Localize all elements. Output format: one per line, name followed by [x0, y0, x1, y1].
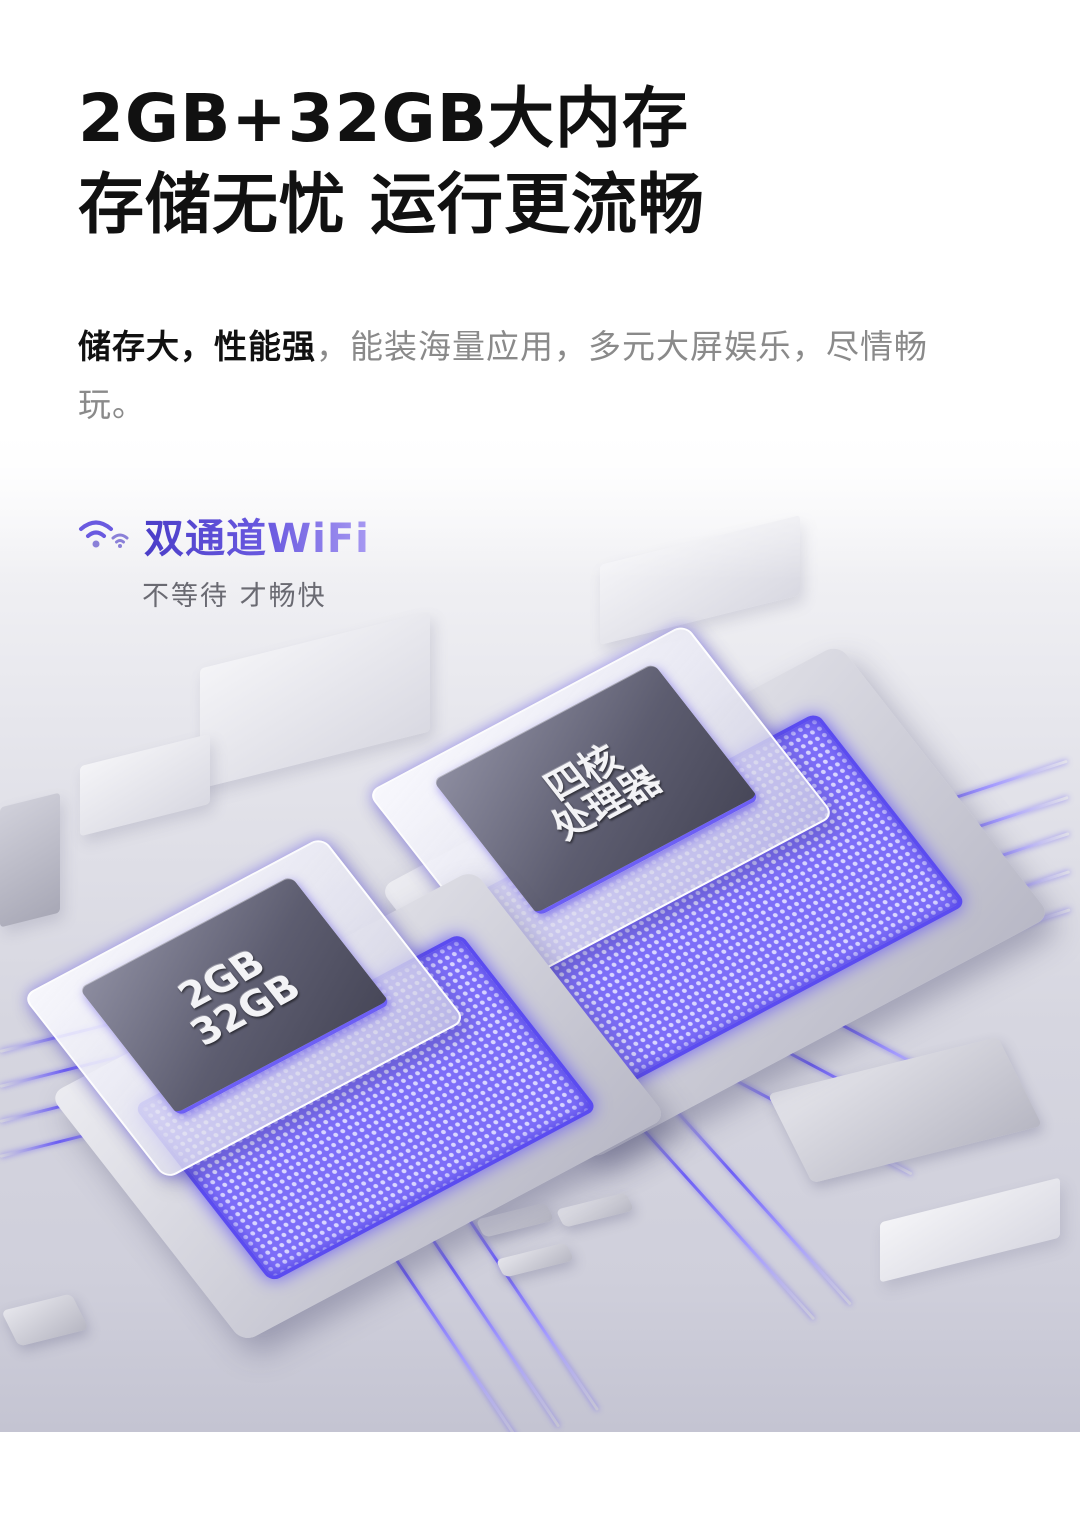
headline-line-2: 存储无忧 运行更流畅	[78, 166, 705, 243]
small-component	[1, 1293, 89, 1347]
headline-line-1: 2GB+32GB大内存	[78, 80, 690, 157]
decor-block	[0, 792, 60, 928]
wifi-feature-subtitle: 不等待 才畅快	[142, 581, 327, 612]
decor-block	[880, 1177, 1060, 1283]
decor-block	[80, 733, 210, 837]
wifi-feature-title: 双通道WiFi	[144, 506, 370, 564]
wifi-icon	[78, 516, 130, 554]
small-component	[495, 1242, 575, 1278]
feature-description: 储存大，性能强，能装海量应用，多元大屏娱乐，尽情畅玩。	[78, 318, 978, 434]
description-emphasis: 储存大，性能强	[78, 327, 316, 366]
description-body: ，能装海量应用，多元大屏娱乐，尽情畅玩。	[78, 327, 928, 424]
page-title: 2GB+32GB大内存 存储无忧 运行更流畅	[78, 76, 705, 248]
chip-illustration: 四核 处理器 2GB 32GB	[0, 420, 1080, 1432]
wifi-feature-badge: 双通道WiFi 不等待 才畅快	[78, 506, 370, 613]
scene-fade	[0, 420, 1080, 580]
